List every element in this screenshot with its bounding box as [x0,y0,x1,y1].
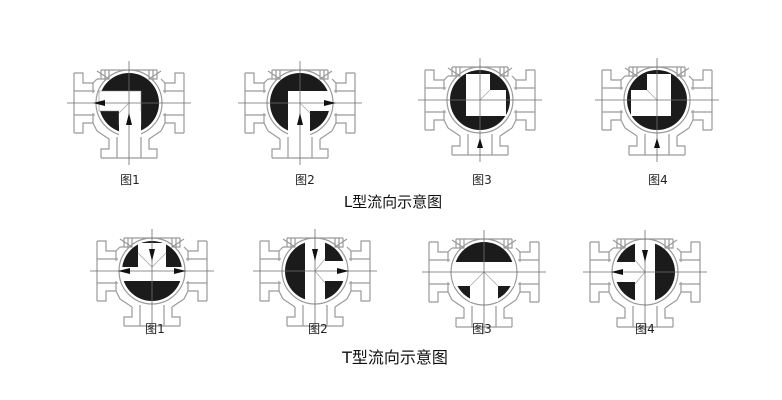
t-figure-4-label: 图4 [635,322,655,336]
l-figure-3-label: 图3 [472,173,492,187]
l-type-figure-1 [66,60,192,166]
l-type-figure-2 [237,60,363,166]
l-type-figure-3 [417,57,543,163]
l-figure-2-label: 图2 [295,173,315,187]
t-type-section-title: T型流向示意图 [342,348,448,367]
l-type-section-title: L型流向示意图 [343,193,443,211]
t-type-figure-1 [89,228,215,334]
l-figure-4-label: 图4 [648,173,668,187]
l-type-figure-4 [594,57,720,163]
t-figure-2-label: 图2 [308,322,328,336]
t-type-figure-3 [421,229,547,335]
t-figure-1-label: 图1 [145,322,165,336]
t-figure-3-label: 图3 [472,322,492,336]
t-type-figure-2 [252,228,378,334]
l-figure-1-label: 图1 [120,173,140,187]
t-type-figure-4 [582,229,708,335]
